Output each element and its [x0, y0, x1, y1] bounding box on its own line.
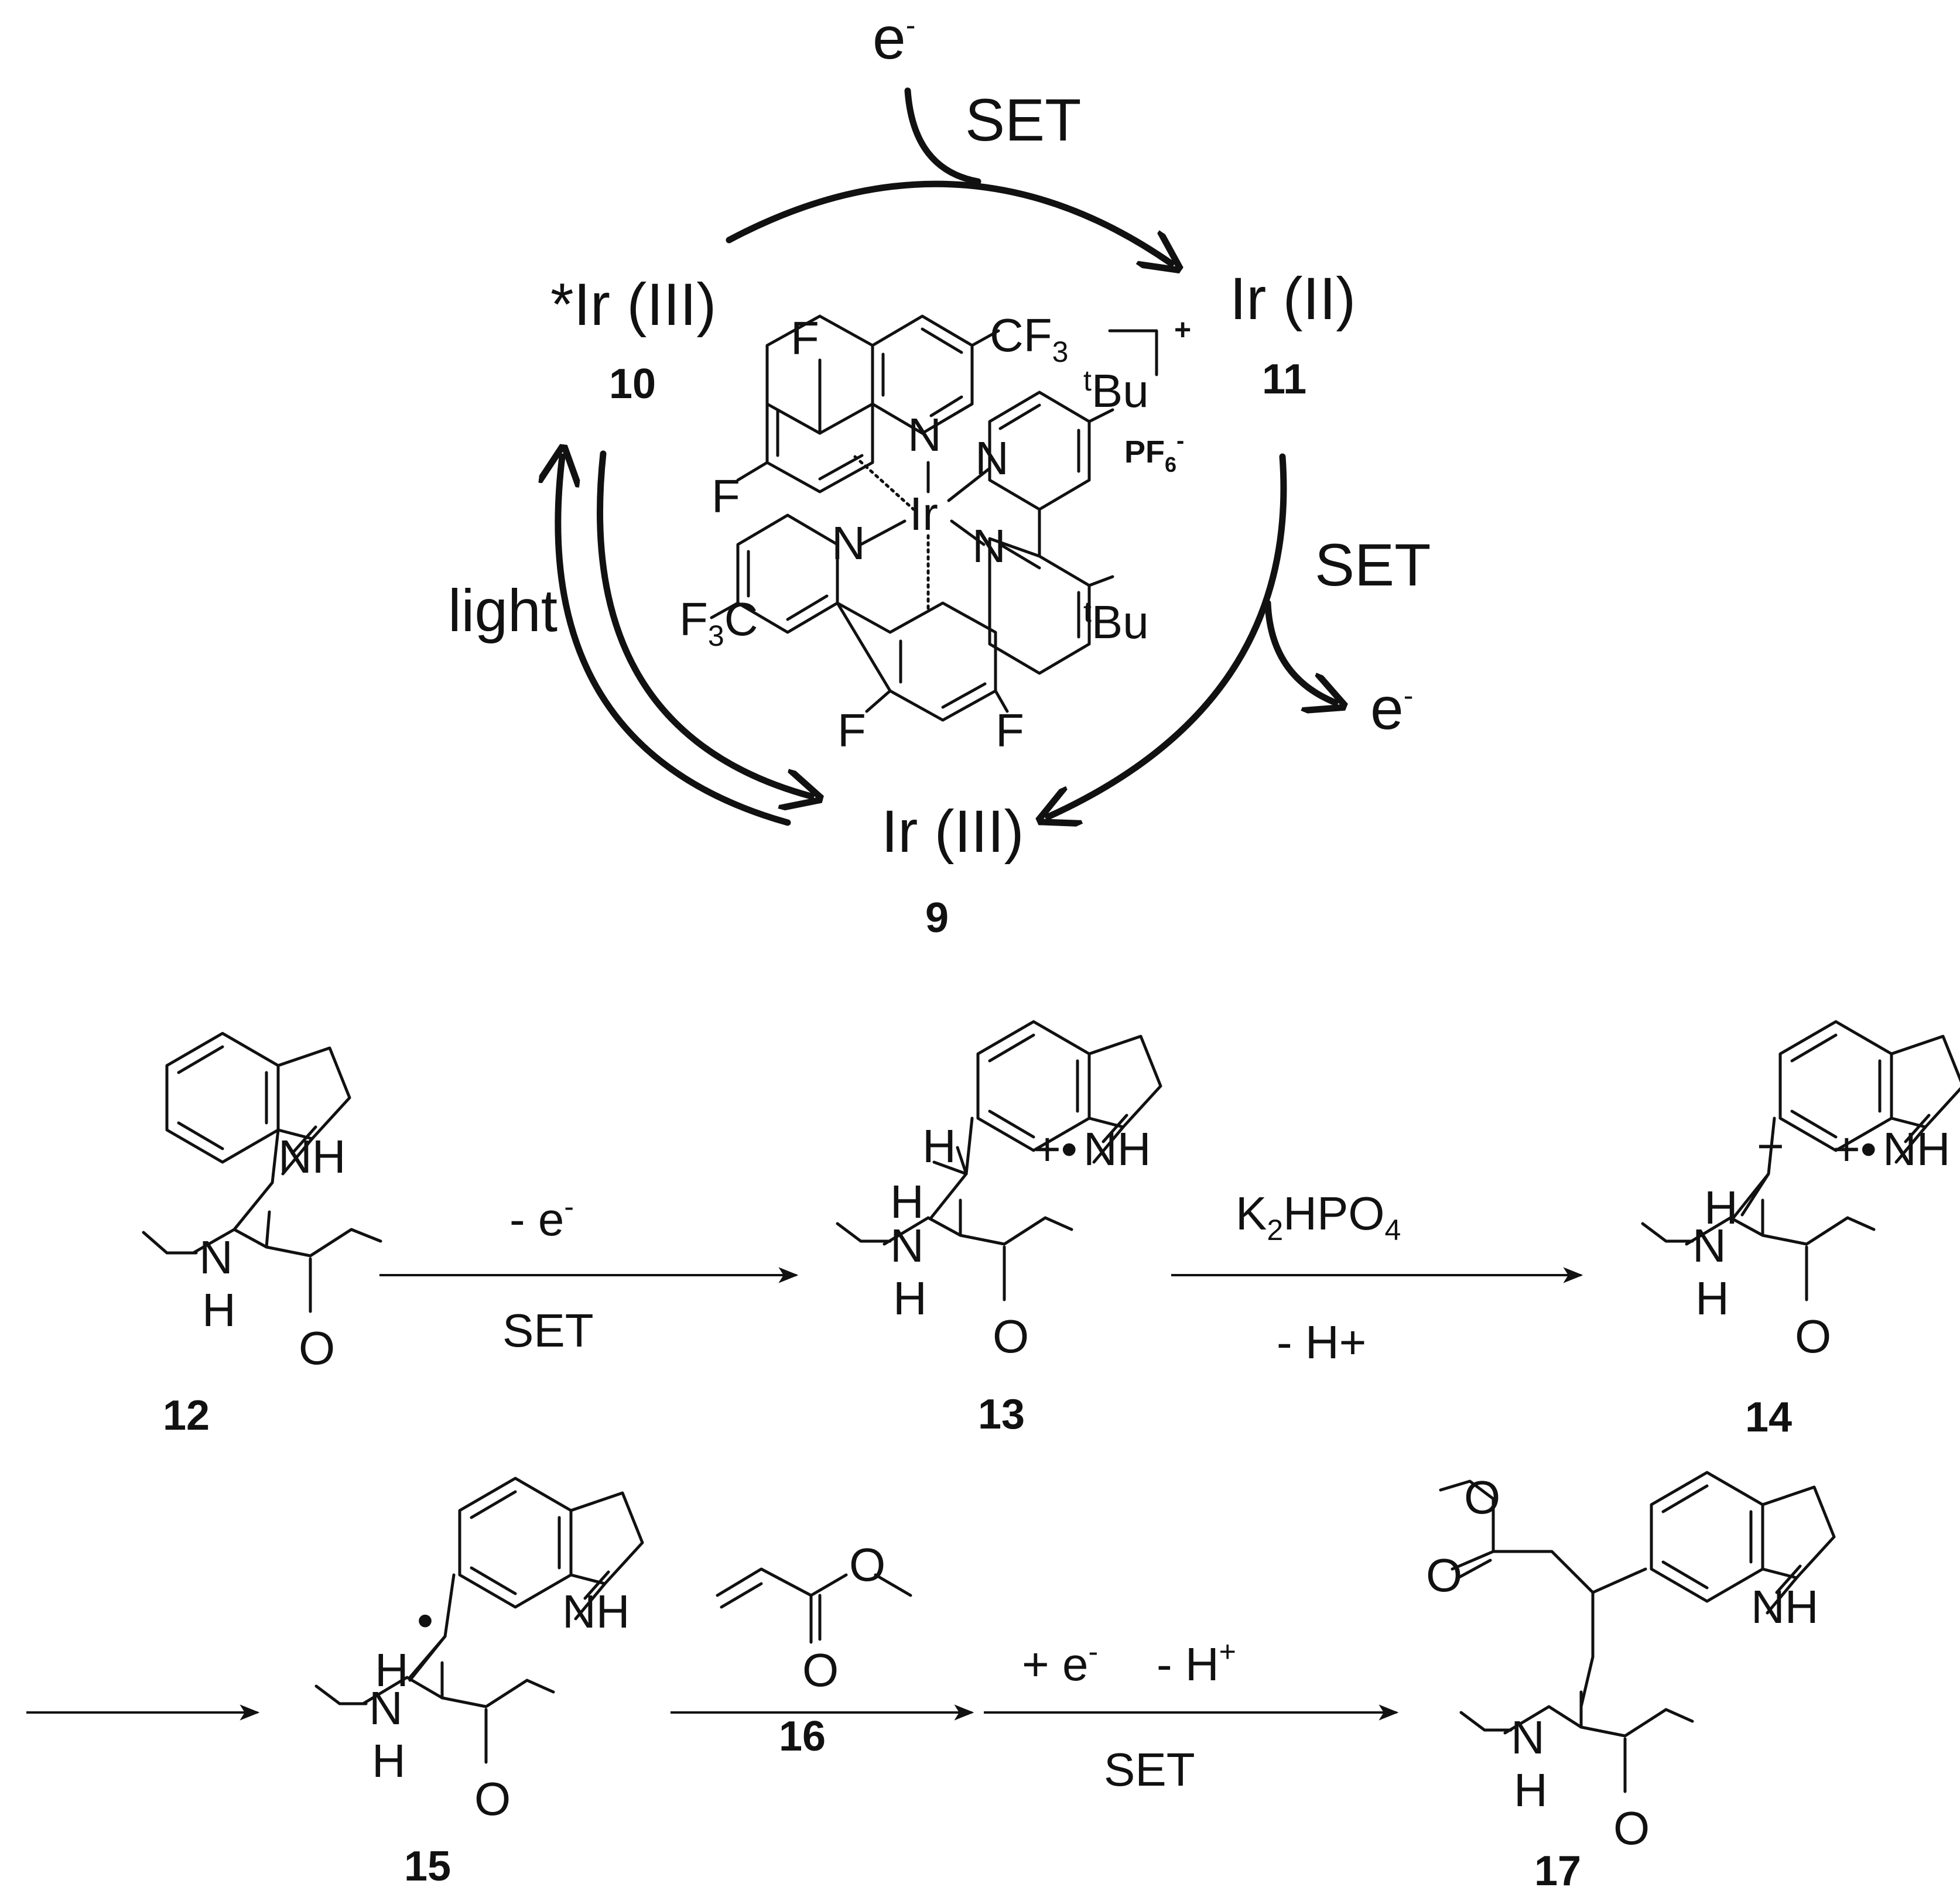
c15-n-amide: N: [369, 1682, 403, 1734]
c13-h-amide: H: [893, 1272, 927, 1324]
step-2-bottom-label: - H+: [1277, 1316, 1366, 1368]
compound-number-15: 15: [404, 1843, 451, 1890]
compound-number-16: 16: [779, 1713, 826, 1760]
fluoro-top-label: F: [791, 312, 819, 364]
c14-n-amide: N: [1692, 1220, 1726, 1272]
counterion-label: PF6-: [1124, 428, 1184, 477]
compound-13: H H +• NH N H O 13: [836, 1022, 1161, 1438]
compound-14: − H +• NH N H O 14: [1641, 1022, 1960, 1441]
iridium-catalyst-structure: Ir N N N N CF3 F F F3C F F tBu tBu + PF6…: [679, 309, 1191, 756]
c15-radical: •: [417, 1594, 433, 1646]
c13-h2: H: [890, 1176, 924, 1228]
c14-radical-cation: +•: [1833, 1123, 1877, 1175]
step-2-top-label: K2HPO4: [1236, 1187, 1401, 1246]
c17-o-carbonyl: O: [1426, 1549, 1462, 1601]
c14-h-amide: H: [1695, 1272, 1729, 1324]
photocatalytic-cycle: e- SET *Ir (III) 10 Ir (II) 11 SET e- li…: [448, 5, 1431, 941]
methyl-acrylate-16: O O 16: [716, 1539, 912, 1760]
pyridine-n-top: N: [908, 409, 942, 461]
c13-nh-indole: NH: [1083, 1123, 1151, 1175]
c15-nh-indole: NH: [562, 1585, 630, 1638]
c13-n-amide: N: [890, 1220, 924, 1272]
c15-o: O: [474, 1773, 511, 1825]
step-4-top-label-a: + e-: [1022, 1635, 1098, 1690]
compound-12: NH N H O 12: [142, 1033, 382, 1439]
compound-number-14: 14: [1745, 1394, 1792, 1441]
step-1-arrow: - e- SET: [379, 1190, 799, 1357]
c17-nh-indole: NH: [1751, 1581, 1819, 1633]
catalyst-charge: +: [1174, 313, 1191, 346]
reduced-ir-label: Ir (II): [1230, 265, 1356, 332]
step-4-top-label-b: - H+: [1157, 1635, 1236, 1690]
set-top-label: SET: [965, 87, 1081, 153]
step-4-bottom-label: SET: [1104, 1744, 1195, 1796]
f3c-label: F3C: [679, 593, 758, 652]
cycle-arrow-10-to-9: [597, 450, 811, 796]
c13-radical-cation: +•: [1034, 1123, 1078, 1175]
iridium-atom: Ir: [909, 488, 938, 540]
c14-o: O: [1795, 1310, 1831, 1362]
electron-out-label: e-: [1370, 675, 1413, 742]
acrylate-o-ester: O: [849, 1539, 885, 1591]
c12-nh-indole: NH: [278, 1131, 346, 1183]
compound-15: • H NH N H O 15: [314, 1478, 642, 1890]
tbu-bottom-label: tBu: [1083, 595, 1149, 648]
step-1-top-label: - e-: [509, 1190, 574, 1245]
cycle-arrow-11-to-9: [1048, 453, 1287, 817]
compound-number-9: 9: [925, 895, 949, 941]
c12-o: O: [299, 1322, 335, 1374]
compound-number-13: 13: [978, 1391, 1025, 1438]
fluoro-bottom-left-label: F: [837, 704, 866, 756]
acrylate-o-carbonyl: O: [802, 1644, 839, 1696]
c13-h1: H: [922, 1120, 956, 1172]
c14-carbanion: −: [1757, 1120, 1784, 1172]
c17-h-amide: H: [1514, 1764, 1548, 1816]
step-1-bottom-label: SET: [502, 1304, 594, 1357]
c17-n-amide: N: [1511, 1711, 1545, 1763]
excited-ir-label: *Ir (III): [550, 271, 716, 338]
c14-nh-indole: NH: [1883, 1123, 1951, 1175]
tbu-top-label: tBu: [1083, 364, 1149, 417]
pyridine-n-left: N: [832, 517, 866, 569]
compound-number-12: 12: [163, 1392, 210, 1439]
c15-h: H: [375, 1644, 409, 1696]
set-electron-out-arrow: [1264, 600, 1335, 703]
fluoro-left-label: F: [712, 470, 740, 522]
c12-n-amide: N: [199, 1231, 233, 1283]
set-electron-in-arrow: [904, 87, 981, 185]
pyridine-n-right-top: N: [975, 432, 1009, 484]
electron-in-label: e-: [873, 5, 915, 71]
c13-o: O: [993, 1310, 1029, 1362]
ground-ir-label: Ir (III): [881, 798, 1024, 865]
c15-h-amide: H: [372, 1735, 406, 1787]
compound-number-17: 17: [1534, 1848, 1581, 1895]
fluoro-bottom-right-label: F: [996, 704, 1024, 756]
c12-h-amide: H: [202, 1284, 236, 1336]
set-right-label: SET: [1315, 532, 1431, 598]
light-arrow-9-to-10: [558, 457, 791, 826]
cycle-arrow-10-to-11: [726, 180, 1171, 263]
compound-number-10: 10: [609, 361, 656, 407]
step-2-arrow: K2HPO4 - H+: [1171, 1187, 1583, 1368]
step-4-arrows: + e- - H+ SET: [671, 1635, 1399, 1796]
cf3-top-label: CF3: [990, 309, 1068, 368]
compound-number-11: 11: [1262, 356, 1306, 403]
c14-h: H: [1704, 1181, 1738, 1234]
compound-17: O O NH N H O 17: [1426, 1471, 1834, 1895]
pyridine-n-right-bottom: N: [972, 520, 1006, 572]
c17-o-ester: O: [1464, 1471, 1500, 1523]
light-label: light: [448, 577, 557, 644]
c17-o: O: [1613, 1802, 1650, 1854]
